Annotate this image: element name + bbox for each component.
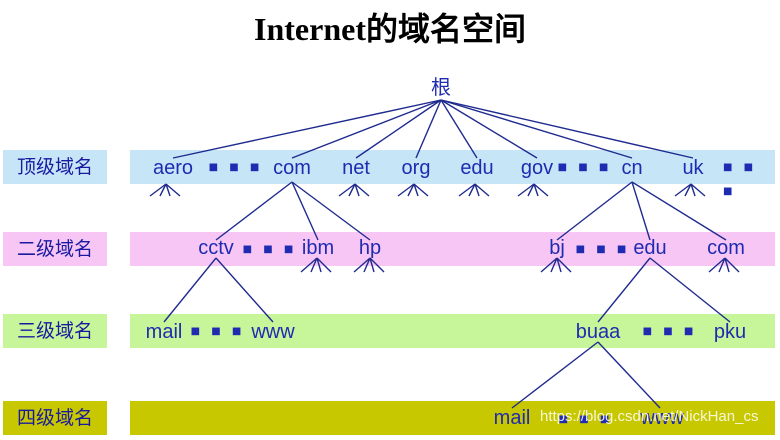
level-label-fourth: 四级域名	[3, 401, 107, 435]
level-label-second: 二级域名	[3, 232, 107, 266]
node-top-uk: uk	[682, 157, 704, 179]
node-top-gov: gov	[520, 157, 554, 179]
node-top-cn: cn	[621, 157, 643, 179]
ellipsis-top-3: ■ ■ ■	[723, 162, 758, 197]
ellipsis-third-1: ■ ■ ■	[190, 326, 246, 337]
ellipsis-third-2: ■ ■ ■	[642, 326, 698, 337]
node-fourth-mail: mail	[493, 407, 531, 429]
diagram-title: Internet的域名空间	[254, 11, 526, 47]
node-top-com: com	[273, 157, 311, 179]
band-top-level	[130, 150, 775, 184]
band-fourth-level	[130, 401, 775, 435]
node-top-org: org	[401, 157, 431, 179]
node-third-mail: mail	[145, 321, 183, 343]
node-third-pku: pku	[713, 321, 747, 343]
watermark: https://blog.csdn.net/NickHan_cs	[540, 408, 759, 425]
level-label-third: 三级域名	[3, 314, 107, 348]
band-second-level	[130, 232, 775, 266]
node-fourth-www: www	[640, 407, 684, 429]
ellipsis-second-1: ■ ■ ■	[242, 244, 298, 255]
node-second-edu: edu	[633, 237, 667, 259]
node-third-www: www	[251, 321, 295, 343]
node-root: 根	[431, 77, 451, 99]
ellipsis-top-2: ■ ■ ■	[557, 162, 613, 173]
ellipsis-top-1: ■ ■ ■	[208, 162, 264, 173]
ellipsis-second-2: ■ ■ ■	[575, 244, 631, 255]
node-second-cctv: cctv	[198, 237, 234, 259]
node-top-aero: aero	[152, 157, 194, 179]
ellipsis-fourth-1: ■ ■ ■	[558, 414, 614, 425]
level-label-top: 顶级域名	[3, 150, 107, 184]
band-third-level	[130, 314, 775, 348]
node-second-ibm: ibm	[301, 237, 335, 259]
node-second-bj: bj	[549, 237, 565, 259]
node-top-edu: edu	[460, 157, 494, 179]
node-top-net: net	[342, 157, 370, 179]
node-second-com: com	[707, 237, 745, 259]
node-second-hp: hp	[358, 237, 382, 259]
node-third-buaa: buaa	[575, 321, 621, 343]
